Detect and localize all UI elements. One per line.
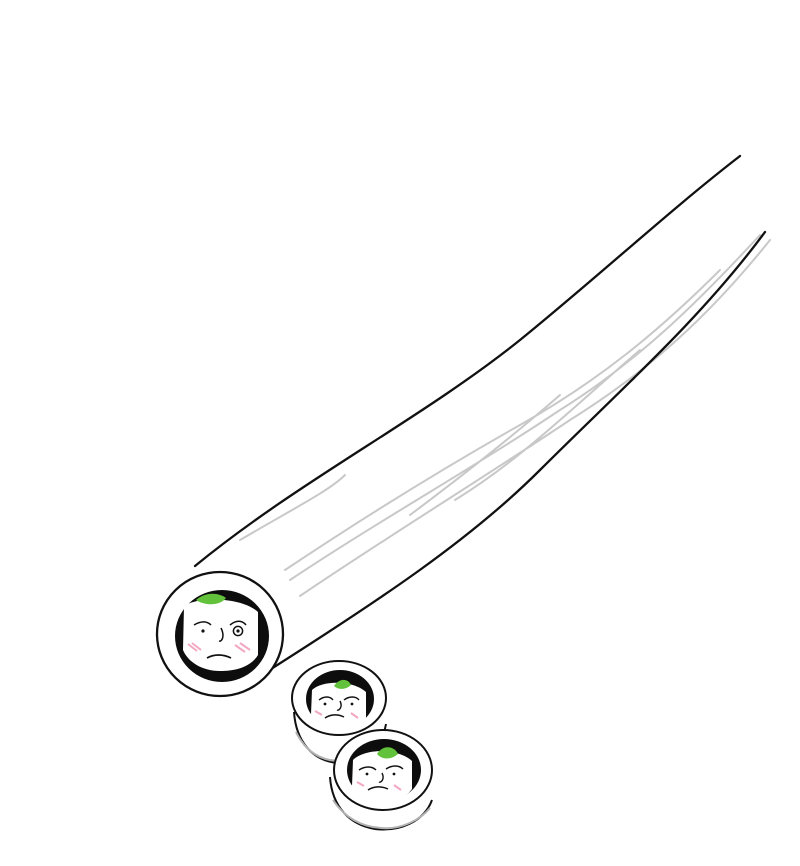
roll-bottom-edge (258, 230, 767, 678)
roll-top-edge (193, 154, 742, 568)
slice-small-bottom (329, 729, 433, 831)
long-roll (155, 154, 771, 698)
roll-shading (239, 234, 771, 597)
long-roll-face (155, 570, 285, 698)
